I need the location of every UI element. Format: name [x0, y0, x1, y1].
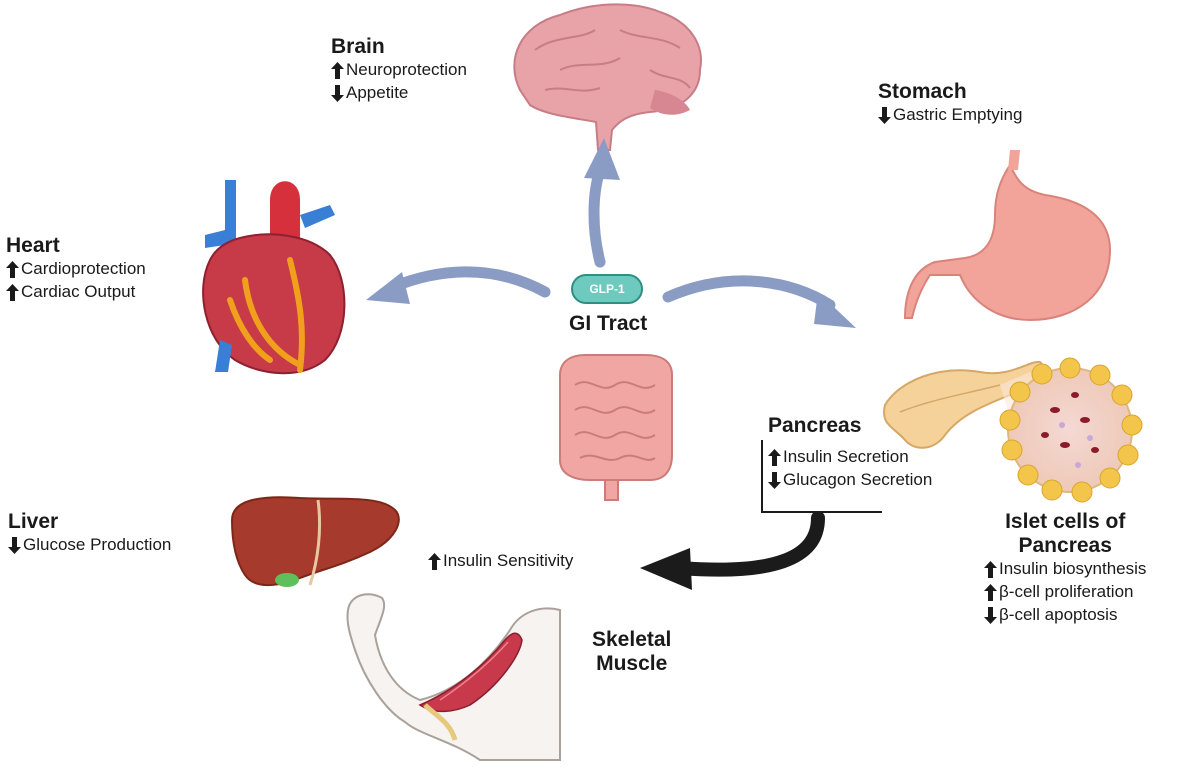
islet-effect-row: β-cell apoptosis [984, 604, 1146, 627]
skeletal-muscle-line1: Skeletal [592, 628, 672, 651]
down-arrow-icon [8, 536, 21, 554]
skeletal-muscle-line2: Muscle [596, 652, 668, 675]
liver-illustration [230, 496, 400, 587]
pancreas-bracket [761, 440, 882, 513]
heart-effect-row: Cardioprotection [6, 258, 146, 281]
up-arrow-icon [331, 61, 344, 79]
up-arrow-icon [768, 448, 781, 466]
up-arrow-icon [984, 583, 997, 601]
pancreas-effect-row: Glucagon Secretion [768, 469, 932, 492]
up-arrow-icon [984, 560, 997, 578]
up-arrow-icon [6, 260, 19, 278]
up-arrow-icon [428, 552, 441, 570]
brain-effects: Brain Neuroprotection Appetite [331, 35, 467, 105]
insulin-sensitivity-text: Insulin Sensitivity [443, 551, 574, 570]
liver-effect-text: Glucose Production [23, 535, 172, 554]
brain-effect-row: Neuroprotection [331, 59, 467, 82]
pancreas-effect-text: Insulin Secretion [783, 447, 909, 466]
islet-effect-text: β-cell apoptosis [999, 604, 1118, 624]
stomach-effect-row: Gastric Emptying [878, 104, 1022, 127]
brain-effect-text: Neuroprotection [346, 60, 467, 79]
arrow-to-heart [366, 266, 551, 304]
down-arrow-icon [878, 106, 891, 124]
pancreas-effect-text: Glucagon Secretion [783, 469, 933, 489]
pancreas-effects: Pancreas Insulin Secretion Glucagon Secr… [768, 414, 932, 492]
stomach-effect-text: Gastric Emptying [893, 105, 1023, 124]
stomach-effects: Stomach Gastric Emptying [878, 80, 1022, 127]
arm-illustration [346, 593, 561, 761]
pancreas-title: Pancreas [768, 414, 862, 437]
islet-effect-text: β-cell proliferation [999, 581, 1134, 601]
heart-illustration [202, 180, 346, 375]
heart-effect-row: Cardiac Output [6, 281, 146, 304]
islet-title-line1: Islet cells of [1005, 510, 1126, 533]
arrow-to-brain [584, 138, 620, 268]
down-arrow-icon [768, 471, 781, 489]
brain-illustration [513, 3, 702, 151]
heart-effects: Heart Cardioprotection Cardiac Output [6, 234, 146, 304]
skeletal-muscle-label: Skeletal Muscle [592, 628, 671, 676]
pancreas-effect-row: Insulin Secretion [768, 446, 932, 469]
liver-effect-row: Glucose Production [8, 534, 171, 557]
liver-effects: Liver Glucose Production [8, 510, 171, 557]
glp1-badge: GLP-1 [571, 274, 643, 304]
arrow-to-stomach [662, 275, 856, 328]
heart-title: Heart [6, 234, 60, 257]
intestines-illustration [559, 354, 673, 501]
heart-effect-text: Cardiac Output [21, 281, 136, 301]
islet-effect-text: Insulin biosynthesis [999, 559, 1147, 578]
stomach-title: Stomach [878, 80, 967, 103]
brain-title: Brain [331, 35, 385, 58]
insulin-sensitivity-label: Insulin Sensitivity [428, 550, 573, 573]
islet-effect-row: β-cell proliferation [984, 581, 1146, 604]
islet-title-line2: Pancreas [1018, 534, 1112, 557]
islet-effects: Islet cells of Pancreas Insulin biosynth… [984, 510, 1146, 627]
liver-title: Liver [8, 510, 59, 533]
gi-tract-label: GI Tract [569, 312, 648, 335]
brain-effect-row: Appetite [331, 82, 467, 105]
down-arrow-icon [984, 606, 997, 624]
islet-effect-row: Insulin biosynthesis [984, 558, 1146, 581]
down-arrow-icon [331, 84, 344, 102]
heart-effect-text: Cardioprotection [21, 259, 146, 278]
stomach-illustration [903, 150, 1112, 322]
arrow-to-muscle [640, 511, 825, 590]
islet-illustration [999, 357, 1143, 503]
brain-effect-text: Appetite [346, 82, 409, 102]
up-arrow-icon [6, 283, 19, 301]
